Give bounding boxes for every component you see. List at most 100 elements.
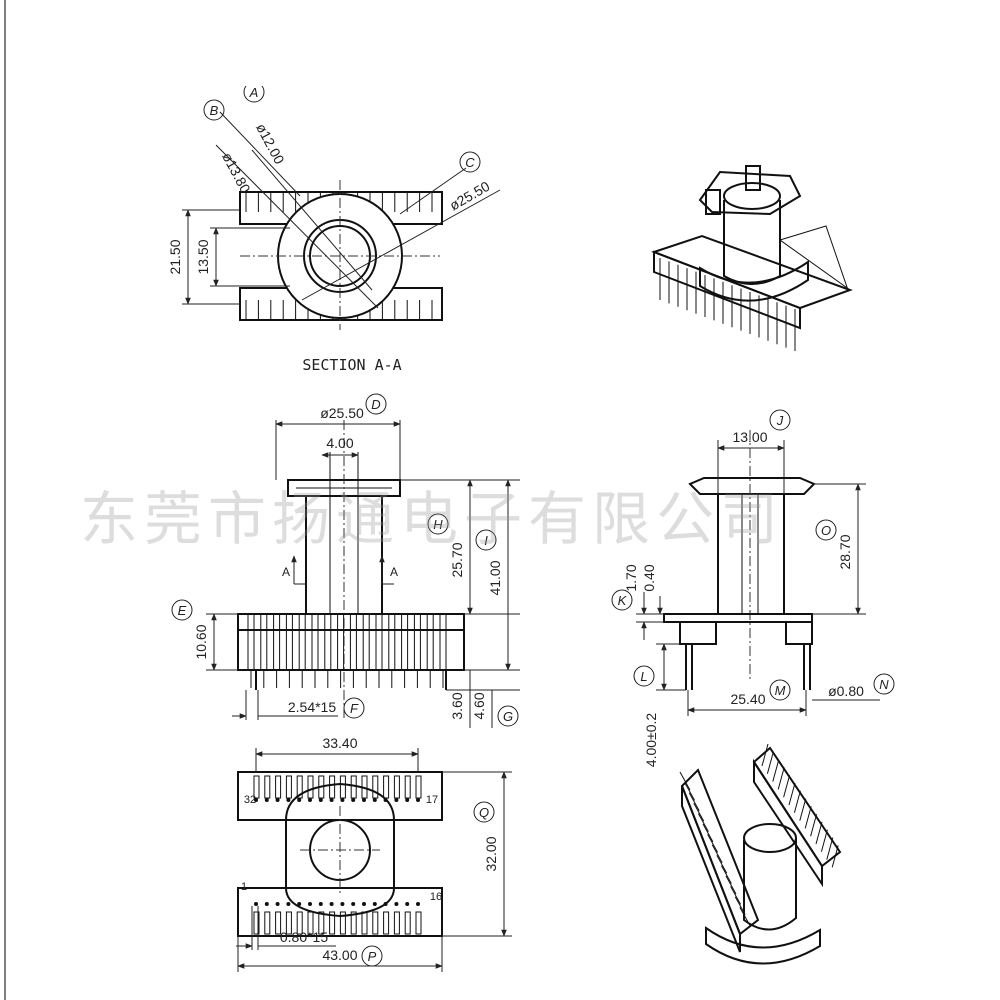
front-pin (439, 613, 447, 671)
bottom-pin-hole (275, 902, 280, 906)
bottom-pin-slot (350, 911, 357, 935)
leader-c (399, 167, 467, 215)
front-pin (413, 613, 421, 671)
bottom-pin-slot (329, 911, 336, 935)
iso2-pin (720, 865, 732, 884)
bottom-pin-hole (254, 798, 258, 802)
front-pin (260, 613, 268, 671)
bottom-pin-slot (329, 775, 336, 799)
svg-text:M: M (775, 683, 786, 698)
section-title: SECTION A-A (302, 356, 401, 374)
dim-pitch-bottom: 0.80*15 (280, 929, 328, 945)
bottom-pin-slot (393, 775, 400, 799)
callout-q: Q (473, 801, 495, 823)
bottom-pin-slot (264, 911, 271, 935)
dim-0-4: 0.40 (641, 564, 657, 591)
front-pin (401, 613, 409, 671)
iso2-flange (705, 926, 821, 965)
dim-3-6: 3.60 (449, 692, 465, 719)
svg-text:H: H (433, 517, 443, 532)
callout-o: O (815, 519, 837, 541)
bottom-pin-hole (329, 902, 334, 906)
svg-text:I: I (484, 533, 488, 548)
bottom-pin-slot (361, 911, 368, 935)
iso-pins (659, 258, 796, 351)
iso2-pin (761, 743, 769, 767)
bottom-pin-hole (318, 902, 323, 906)
svg-text:D: D (371, 397, 380, 412)
bottom-pin-slot (296, 911, 303, 935)
callout-i: I (475, 529, 497, 551)
dim-41: 41.00 (487, 560, 503, 595)
front-pin (337, 613, 345, 671)
callout-j: J (769, 409, 791, 431)
callout-e: E (171, 599, 193, 621)
side-top-flange (688, 477, 816, 495)
svg-text:K: K (618, 593, 628, 608)
callout-m: M (769, 679, 791, 701)
iso2-bobbin (743, 838, 797, 931)
svg-text:O: O (821, 523, 831, 538)
callout-d: D (365, 393, 387, 415)
dim-pitch-front: 2.54*15 (288, 699, 336, 715)
dim-4-tol: 4.00±0.2 (643, 713, 659, 768)
front-pins (247, 613, 447, 688)
side-view: 13.00 28.70 1.70 0.40 4.00±0.2 25.40 ø0.… (611, 409, 895, 768)
bottom-flange (285, 782, 395, 918)
callout-h: H (427, 513, 449, 535)
svg-text:G: G (503, 709, 513, 724)
front-pin (426, 613, 434, 671)
leader-d12 (251, 149, 373, 291)
leader-b (219, 111, 301, 197)
isometric-view-bottom (679, 743, 842, 965)
iso2-pin (777, 767, 785, 790)
bottom-pin-hole (318, 798, 323, 802)
pin-label-1: 1 (241, 881, 247, 893)
iso-bore (723, 182, 781, 210)
callout-g: G (497, 705, 519, 727)
iso2-pin (793, 790, 801, 813)
iso2-pin (693, 802, 705, 822)
bottom-view: 32 17 1 16 33.40 32.00 0.80*15 43.00 Q P (236, 735, 512, 972)
bottom-pin-hole (286, 902, 291, 906)
callout-k: K (611, 589, 633, 611)
pin-label-16: 16 (430, 891, 442, 903)
dim-32: 32.00 (483, 836, 499, 871)
bottom-pin-slot (285, 911, 292, 935)
section-a-a-view: 21.50 13.50 ø13.80 ø12.00 ø25.50 B C A S… (167, 72, 501, 374)
bottom-pin-hole (372, 798, 377, 802)
svg-text:A: A (249, 85, 259, 100)
bottom-pin-hole (297, 902, 302, 906)
bottom-pin-hole (254, 902, 258, 906)
front-pin (285, 613, 293, 671)
dim-10-6: 10.60 (193, 624, 209, 659)
leader-d25-5 (301, 189, 501, 301)
callout-f: F (343, 697, 365, 719)
dim-25-4: 25.40 (730, 691, 765, 707)
iso2-pin (697, 813, 709, 832)
bottom-pin-slot (372, 911, 379, 935)
iso2-pin (820, 829, 828, 852)
iso2-pin (716, 854, 728, 874)
iso2-pin (688, 792, 700, 812)
bottom-pin-hole (394, 902, 399, 906)
bottom-pin-slot (275, 775, 282, 799)
bottom-pin-hole (340, 798, 345, 802)
svg-text:J: J (776, 413, 784, 428)
dim-28-7: 28.70 (837, 534, 853, 569)
bottom-pin-slot (285, 775, 292, 799)
bottom-pin-slot (339, 775, 346, 799)
dim-13-5: 13.50 (195, 239, 211, 274)
pin-label-32: 32 (244, 794, 256, 806)
bottom-pin-slot (404, 911, 411, 935)
bottom-pin-slot (415, 911, 422, 935)
dim-d0-8: ø0.80 (828, 683, 864, 699)
bottom-pin-slot (253, 775, 260, 799)
front-pin (298, 613, 306, 671)
front-pin (324, 613, 332, 671)
bottom-pin-slot (383, 911, 390, 935)
front-pin (349, 613, 357, 671)
bottom-pin-hole (372, 902, 377, 906)
iso2-pin (831, 845, 839, 868)
